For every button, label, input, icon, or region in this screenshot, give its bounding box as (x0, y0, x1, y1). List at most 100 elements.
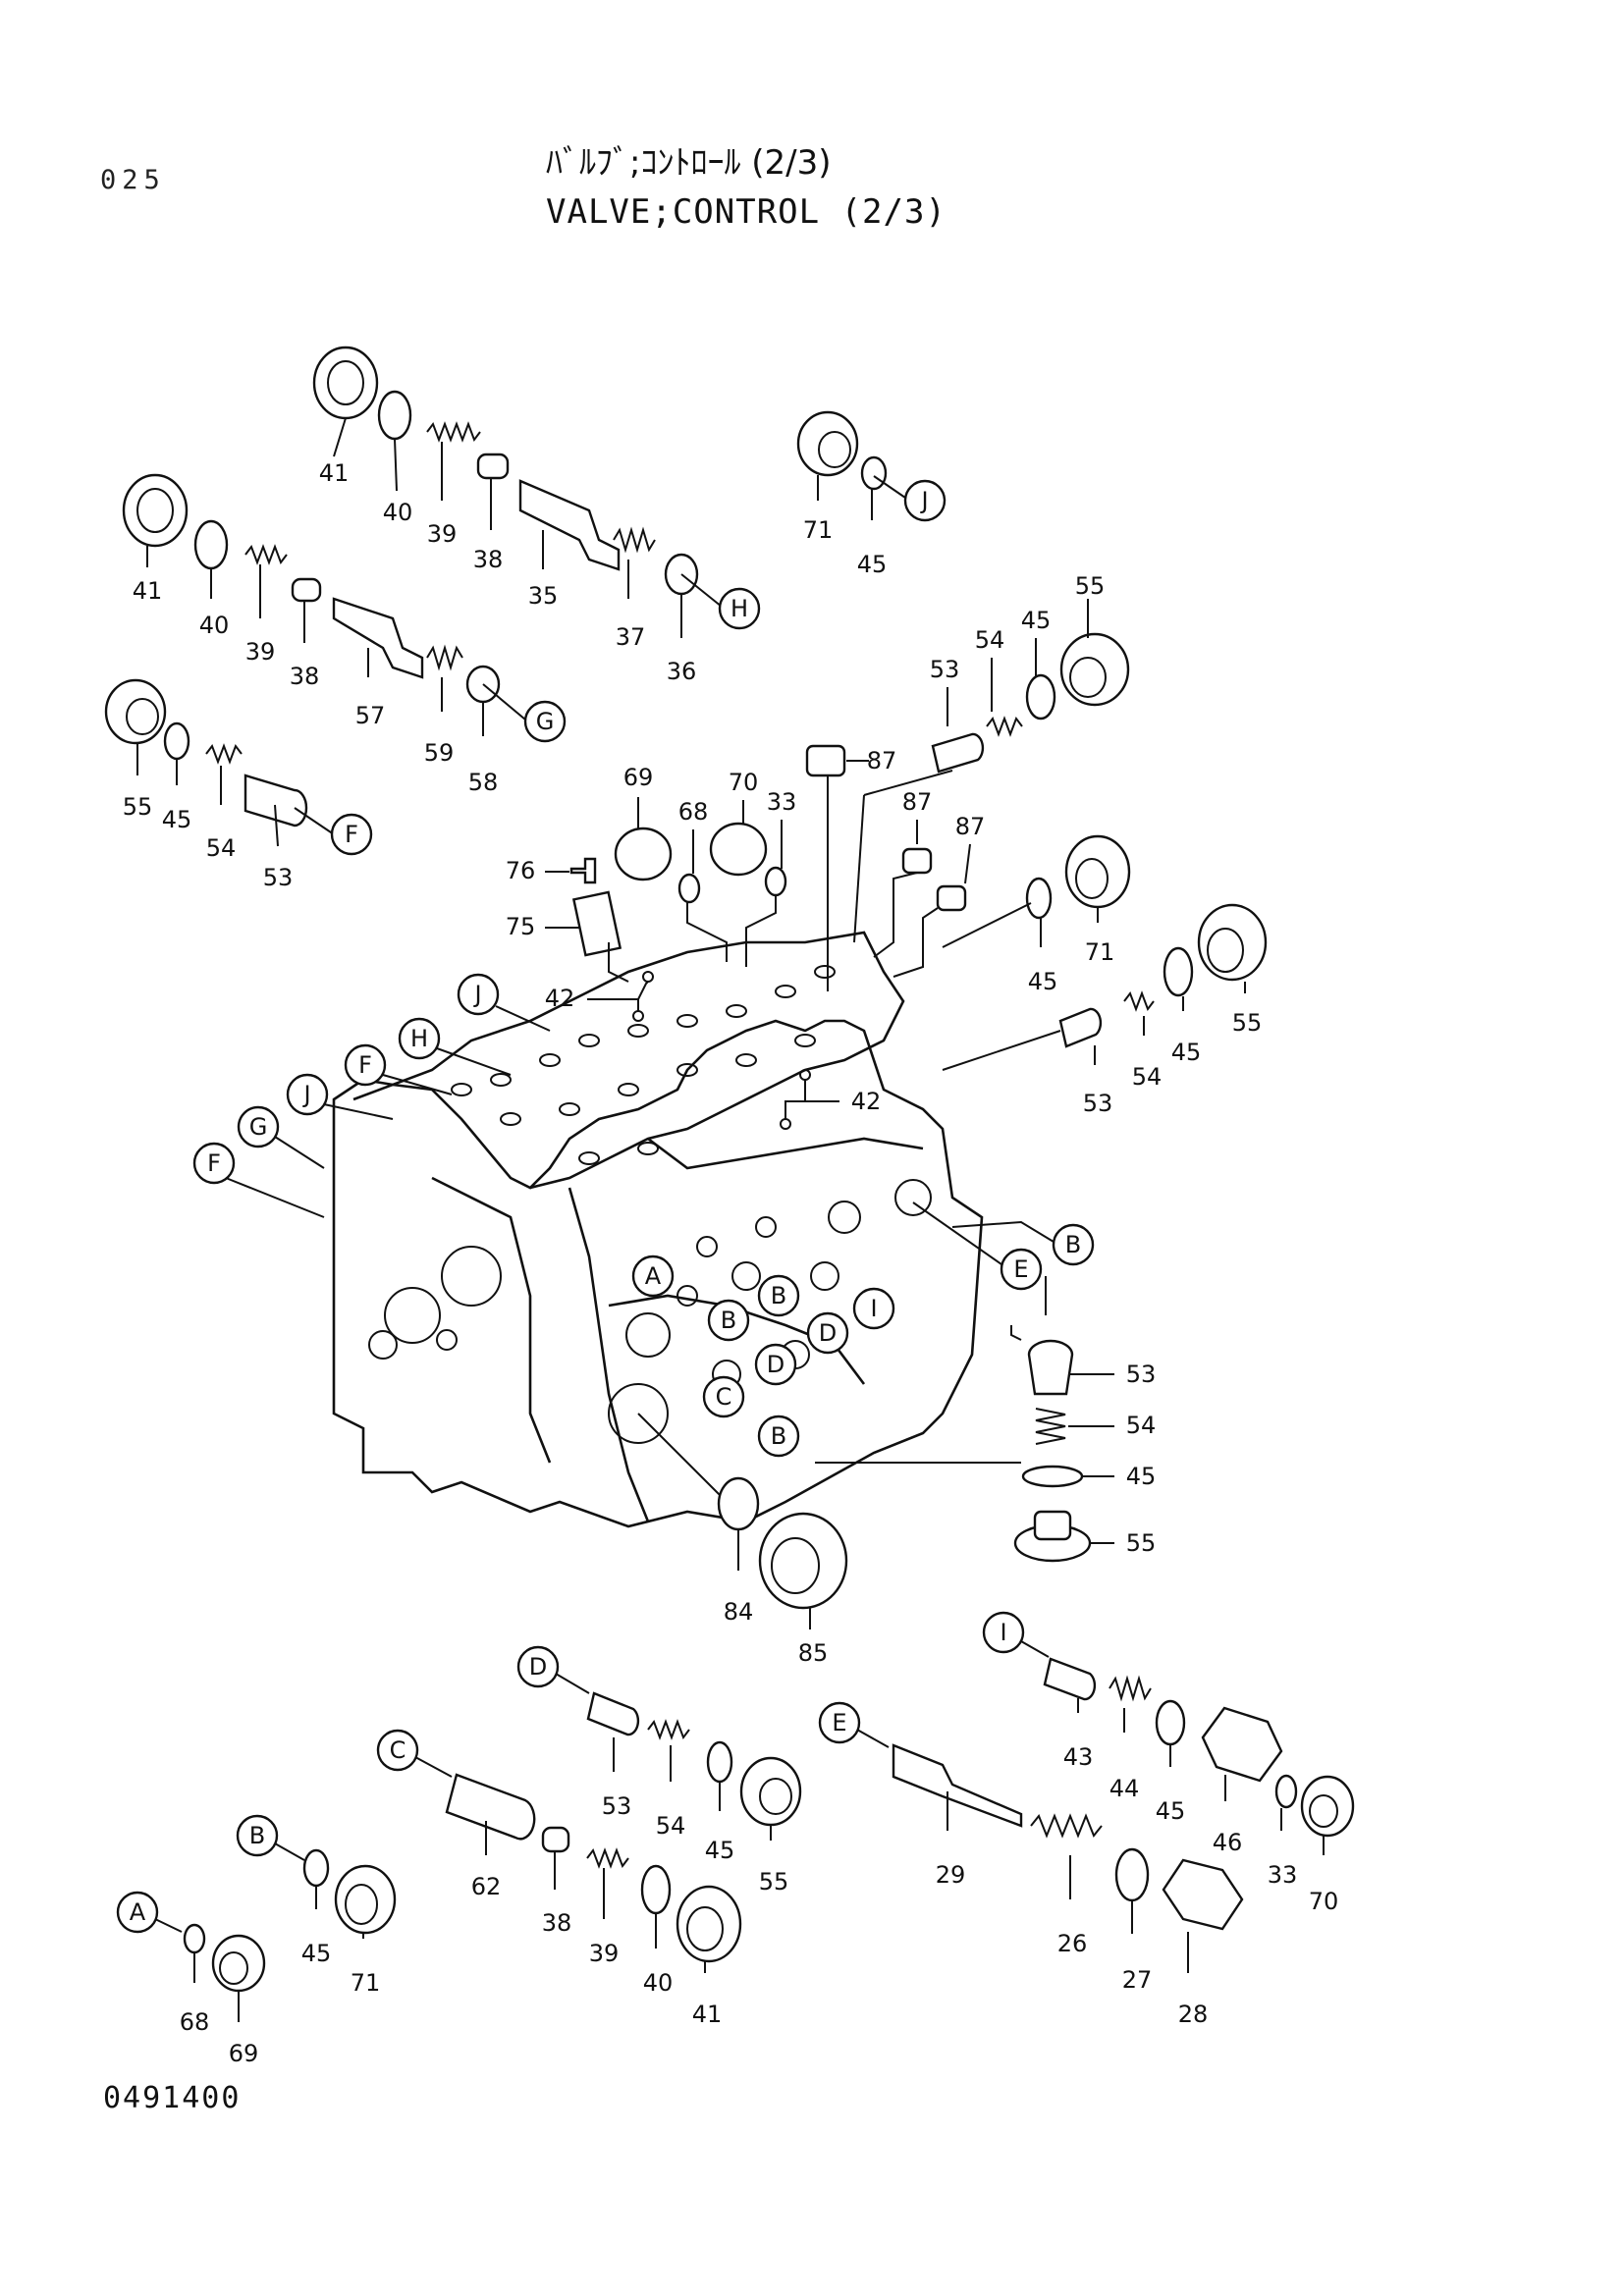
part-label-54-mr: 54 (1132, 1063, 1163, 1091)
part-label-84: 84 (724, 1598, 754, 1626)
part-54-spring-d (647, 1719, 690, 1740)
part-label-38-c: 38 (542, 1909, 572, 1937)
port-letter-b-body-2: B (721, 1307, 736, 1334)
spool-assembly-c: C 62 38 39 40 41 (376, 1729, 742, 2028)
part-label-54-v: 54 (1126, 1412, 1157, 1439)
port-letter-j-body: J (472, 981, 481, 1008)
port-letter-c-body: C (716, 1383, 732, 1411)
part-29-spool-e (892, 1743, 1023, 1828)
part-33-o-ring-i (1274, 1774, 1298, 1809)
part-label-58: 58 (468, 769, 499, 796)
part-label-45-b: 45 (301, 1940, 332, 1967)
port-a-body-callout (631, 1255, 675, 1298)
part-68-o-ring (677, 873, 701, 904)
port-letter-i-body: I (870, 1295, 877, 1322)
part-label-33: 33 (767, 788, 797, 816)
port-letter-j-body-2: J (301, 1081, 310, 1108)
part-label-55-mr: 55 (1232, 1009, 1263, 1037)
part-label-39-b: 39 (245, 638, 276, 666)
part-label-55-ur: 55 (1075, 572, 1106, 600)
part-45-o-ring-b (302, 1848, 330, 1888)
port-letter-i: I (1000, 1619, 1006, 1646)
title-japanese: ﾊﾞﾙﾌﾞ;ｺﾝﾄﾛｰﾙ (2/3) (546, 143, 832, 183)
part-label-43: 43 (1063, 1743, 1094, 1771)
port-letter-d: D (529, 1653, 547, 1681)
port-a-callout (116, 1891, 159, 1934)
port-c-body-callout (702, 1375, 745, 1418)
port-letter-d-body-2: D (767, 1351, 784, 1378)
part-40-o-ring (377, 390, 412, 441)
part-45-o-ring-mr2 (1163, 946, 1194, 997)
port-d-body-callout-1 (806, 1311, 849, 1355)
port-letter-j-top: J (919, 487, 928, 514)
part-76-screw (569, 857, 597, 884)
plug-assembly-middle-right: 45 71 53 54 45 55 (942, 834, 1268, 1117)
part-label-45-i: 45 (1156, 1797, 1186, 1825)
part-label-69-a: 69 (229, 2040, 259, 2067)
part-label-29: 29 (936, 1861, 966, 1889)
part-label-45-v: 45 (1126, 1463, 1157, 1490)
port-letter-f-top: F (345, 821, 358, 848)
port-letter-g-top: G (536, 708, 555, 735)
part-label-41: 41 (319, 459, 350, 487)
part-label-54-ur: 54 (975, 626, 1005, 654)
part-label-42-a: 42 (545, 985, 575, 1012)
part-53-poppet (243, 774, 308, 828)
part-label-53-v: 53 (1126, 1361, 1157, 1388)
part-label-40: 40 (383, 499, 413, 526)
part-71-plug-mr (1064, 834, 1131, 909)
part-label-42-b: 42 (851, 1088, 882, 1115)
part-label-87-c: 87 (955, 813, 986, 840)
port-d-body-callout-2 (754, 1343, 797, 1386)
port-f-body-callout-2 (192, 1142, 236, 1185)
relief-assembly-f: F 55 45 54 53 (104, 678, 373, 891)
port-b-callout (236, 1814, 279, 1857)
part-label-45-d: 45 (705, 1837, 735, 1864)
port-letter-f-body-2: F (207, 1149, 221, 1177)
valve-body (332, 931, 984, 1528)
port-h-callout (718, 587, 761, 630)
part-45-o-ring-d (706, 1740, 733, 1784)
part-59-spring (426, 644, 463, 671)
port-letter-b-body-4: B (1065, 1231, 1081, 1258)
port-f-body-callout (344, 1043, 387, 1087)
part-70-plug (709, 822, 768, 877)
relief-assembly-vertical: 53 54 45 55 (815, 1276, 1157, 1563)
plug-assembly-j: J 71 45 (796, 410, 947, 578)
part-label-44: 44 (1109, 1775, 1140, 1802)
part-53-poppet-d (586, 1691, 640, 1736)
part-label-53-ur: 53 (930, 656, 960, 683)
part-41-plug-c (676, 1885, 742, 1963)
spool-assembly-e: E 29 26 27 28 (818, 1701, 1244, 2028)
part-label-45-ur: 45 (1021, 607, 1052, 634)
port-b-body-callout-4 (1052, 1223, 1095, 1266)
part-label-45-mr2: 45 (1171, 1039, 1202, 1066)
part-label-45: 45 (162, 806, 192, 833)
part-label-45-mr: 45 (1028, 968, 1058, 995)
part-46-plug-i (1201, 1706, 1283, 1783)
plug-assembly-a: A 68 69 (116, 1891, 266, 2067)
orifice-plugs-87: 87 87 87 (805, 744, 986, 991)
part-35-spool (518, 479, 621, 571)
part-label-45-j: 45 (857, 551, 888, 578)
valve-body-section-right (647, 1137, 924, 1170)
part-label-70-i: 70 (1309, 1888, 1339, 1915)
port-g-callout (523, 700, 567, 743)
part-55-plug-ur (1059, 632, 1130, 707)
plug-84-85: 84 85 (637, 1413, 848, 1667)
drawing-number: 0491400 (103, 2081, 242, 2115)
port-j-body-callout-2 (286, 1073, 329, 1116)
port-i-body-callout (852, 1287, 895, 1330)
part-57-spool (332, 597, 424, 679)
part-label-28: 28 (1178, 2001, 1209, 2028)
part-label-62: 62 (471, 1873, 502, 1900)
part-40-o-ring-c (640, 1864, 672, 1915)
part-55-plug-mr (1197, 903, 1268, 982)
port-letter-h-body: H (410, 1025, 428, 1052)
part-45-o-ring-i (1155, 1699, 1186, 1746)
part-label-75: 75 (506, 913, 536, 940)
part-45-o-ring-ur (1025, 673, 1056, 721)
part-38-seat-2 (291, 577, 322, 603)
part-label-87-a: 87 (867, 747, 897, 774)
